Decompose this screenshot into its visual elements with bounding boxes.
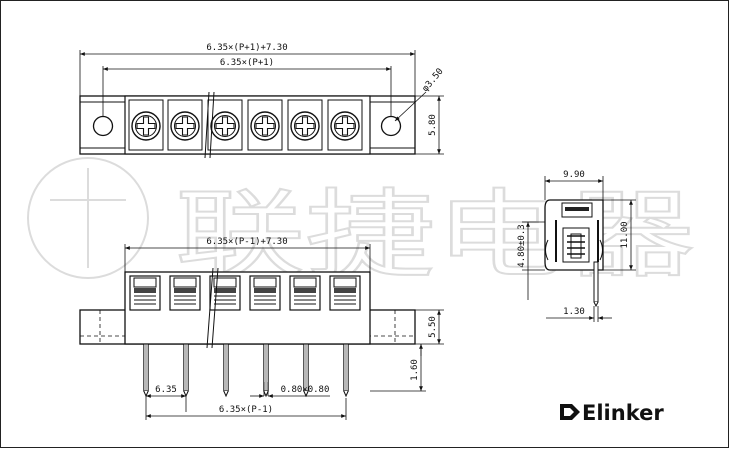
screw-icon (210, 111, 240, 141)
terminal-slot-icon (329, 275, 361, 311)
top-view: 6.35×(P+1)+7.30 6.35×(P+1) φ3.50 5.80 (79, 43, 446, 159)
screw-icon (330, 111, 360, 141)
screw-icon (290, 111, 320, 141)
pin-icon (223, 343, 229, 397)
dim-pin-length: 1.60 (410, 359, 420, 381)
screw-icon (131, 111, 161, 141)
mount-hole-left (92, 115, 114, 137)
dim-pin-size: 0.80×0.80 (281, 385, 330, 395)
screw-icon (170, 111, 200, 141)
elinker-logo-icon (560, 404, 580, 420)
terminal-slot-icon (129, 275, 161, 311)
dim-side-width: 9.90 (563, 170, 585, 180)
terminal-slot-icon (209, 275, 241, 311)
logo-brand: Elinker (582, 401, 664, 425)
dim-top-pitch: 6.35×(P+1) (220, 58, 274, 68)
front-housing (124, 271, 371, 345)
top-screws (128, 99, 363, 151)
front-view: 6.35×(P-1)+7.30 5.50 1.60 6.35 0.80×0.80… (79, 237, 444, 420)
pin-icon (343, 343, 349, 397)
dim-side-inner: 4.80±0.3 (517, 224, 527, 267)
pin-icon (263, 343, 269, 397)
pin-icon (143, 343, 149, 397)
dim-pins-span: 6.35×(P-1) (219, 405, 273, 415)
mount-hole-right (380, 115, 402, 137)
side-view: 9.90 11.00 4.80±0.3 1.30 (517, 170, 636, 322)
break-line-front (206, 267, 219, 349)
break-line-top (204, 91, 215, 159)
terminal-slot-icon (249, 275, 281, 311)
dim-top-overall: 6.35×(P+1)+7.30 (206, 43, 287, 53)
dim-top-height: 5.80 (428, 114, 438, 136)
dim-front-height: 5.50 (428, 316, 438, 338)
terminal-slot-icon (289, 275, 321, 311)
watermark-circle-icon (27, 157, 149, 279)
screw-icon (250, 111, 280, 141)
dim-hole-diameter: φ3.50 (421, 67, 446, 94)
pin-icon (183, 343, 189, 397)
dim-front-overall: 6.35×(P-1)+7.30 (206, 237, 287, 247)
dim-pitch: 6.35 (155, 385, 177, 395)
terminal-slot-icon (169, 275, 201, 311)
side-pin (593, 261, 599, 303)
dim-side-pin: 1.30 (563, 307, 585, 317)
dim-side-height: 11.00 (620, 221, 630, 248)
watermark-mark-icon (50, 168, 126, 268)
elinker-logo: Elinker (560, 401, 664, 425)
